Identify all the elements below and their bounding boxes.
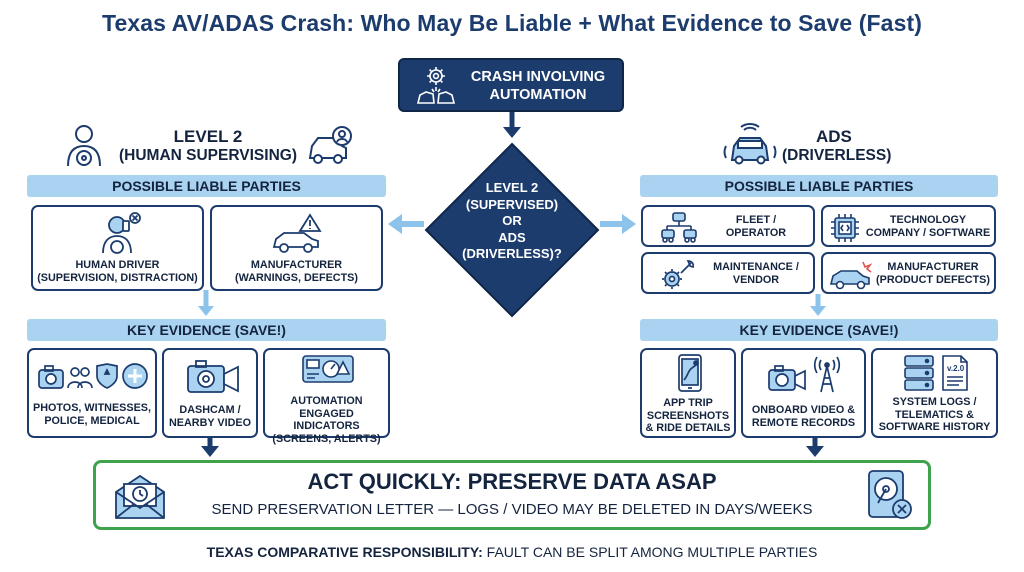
evidence-label-line-2: SCREENSHOTS [646, 409, 730, 422]
party-label-line-2: (WARNINGS, DEFECTS) [235, 271, 358, 284]
evidence-label-line-2: NEARBY VIDEO [169, 416, 251, 429]
evidence-label-line-1: DASHCAM / [179, 404, 241, 416]
evidence-card-system-logs: v.2.0 SYSTEM LOGS / TELEMATICS & SOFTWAR… [871, 348, 998, 438]
envelope-clock-icon [115, 474, 165, 519]
right-subheading-text: (DRIVERLESS) [782, 147, 892, 164]
footer-rest: FAULT CAN BE SPLIT AMONG MULTIPLE PARTIE… [482, 544, 818, 560]
evidence-card-photos: PHOTOS, WITNESSES, POLICE, MEDICAL [27, 348, 157, 438]
start-node: CRASH INVOLVING AUTOMATION [398, 58, 624, 112]
evidence-label-line-3: & RIDE DETAILS [645, 422, 731, 434]
party-card-fleet: FLEET / OPERATOR [641, 205, 815, 247]
car-person-icon [308, 126, 352, 164]
evidence-label-line-2: TELEMATICS & [895, 408, 974, 421]
decision-line-5: (DRIVERLESS)? [462, 246, 562, 261]
hard-drive-delete-icon [868, 470, 912, 519]
evidence-label-line-3: (SCREENS, ALERTS) [272, 432, 381, 445]
evidence-label-line-1: PHOTOS, WITNESSES, [33, 402, 151, 414]
right-heading: ADS (DRIVERLESS) [782, 127, 912, 165]
party-label-line-1: HUMAN DRIVER [75, 259, 160, 271]
party-label-line-2: (SUPERVISION, DISTRACTION) [37, 271, 198, 284]
gear-icon [416, 67, 456, 104]
left-heading: LEVEL 2 (HUMAN SUPERVISING) [108, 127, 308, 165]
evidence-card-dashcam: DASHCAM / NEARBY VIDEO [162, 348, 258, 438]
car-warning-icon [272, 213, 322, 253]
evidence-card-onboard-video: ONBOARD VIDEO & REMOTE RECORDS [741, 348, 866, 438]
server-document-icon: v.2.0 [904, 355, 968, 391]
party-label-line-1: MANUFACTURER [887, 261, 979, 273]
start-line-2: AUTOMATION [489, 87, 587, 103]
final-title: ACT QUICKLY: PRESERVE DATA ASAP [307, 469, 717, 494]
party-card-manufacturer-right: MANUFACTURER (PRODUCT DEFECTS) [821, 252, 996, 294]
left-evidence-banner: KEY EVIDENCE (SAVE!) [27, 319, 386, 341]
fleet-network-icon [661, 212, 697, 243]
human-driver-icon [67, 125, 101, 167]
evidence-label-line-1: SYSTEM LOGS / [892, 396, 977, 408]
party-label-line-2: COMPANY / SOFTWARE [865, 226, 991, 239]
video-camera-icon [187, 360, 239, 393]
evidence-label-line-3: SOFTWARE HISTORY [878, 421, 991, 433]
party-card-human-driver: HUMAN DRIVER (SUPERVISION, DISTRACTION) [31, 205, 204, 291]
start-line-1: CRASH INVOLVING [470, 69, 606, 85]
footer-note: TEXAS COMPARATIVE RESPONSIBILITY: FAULT … [0, 544, 1024, 560]
left-parties-banner: POSSIBLE LIABLE PARTIES [27, 175, 386, 197]
camera-antenna-icon [768, 356, 841, 393]
evidence-card-automation: AUTOMATION ENGAGED INDICATORS (SCREENS, … [263, 348, 390, 445]
decision-line-2: (SUPERVISED) [465, 196, 559, 212]
left-subheading-text: (HUMAN SUPERVISING) [119, 147, 297, 164]
evidence-label-line-2: REMOTE RECORDS [751, 416, 856, 429]
evidence-label-line-1: AUTOMATION [290, 395, 363, 407]
driverless-car-icon [723, 123, 777, 165]
party-label-line-1: MANUFACTURER [250, 259, 343, 271]
evidence-label-line-2: POLICE, MEDICAL [44, 414, 140, 427]
right-evidence-banner: KEY EVIDENCE (SAVE!) [640, 319, 998, 341]
decision-line-1: LEVEL 2 [485, 180, 539, 195]
phone-map-icon [678, 354, 702, 392]
party-label-line-2: OPERATOR [725, 226, 787, 239]
evidence-label-line-1: APP TRIP [663, 397, 713, 409]
right-parties-banner: POSSIBLE LIABLE PARTIES [640, 175, 998, 197]
right-heading-text: ADS [816, 127, 852, 146]
svg-text:v.2.0: v.2.0 [947, 364, 965, 373]
evidence-card-app-trip: APP TRIP SCREENSHOTS & RIDE DETAILS [640, 348, 736, 438]
party-label-line-2: VENDOR [732, 273, 780, 286]
left-heading-text: LEVEL 2 [173, 127, 243, 146]
party-card-technology: TECHNOLOGY COMPANY / SOFTWARE [821, 205, 996, 247]
party-label-line-2: (PRODUCT DEFECTS) [876, 273, 990, 286]
final-action-box: ACT QUICKLY: PRESERVE DATA ASAP SEND PRE… [93, 460, 931, 530]
party-card-maintenance: MAINTENANCE / VENDOR [641, 252, 815, 294]
party-label-line-1: TECHNOLOGY [889, 214, 967, 226]
camera-witness-police-medical-icon [38, 363, 148, 389]
decision-line-3: OR [502, 213, 522, 228]
page-title: Texas AV/ADAS Crash: Who May Be Liable +… [102, 10, 922, 36]
footer-bold: TEXAS COMPARATIVE RESPONSIBILITY: [206, 544, 483, 560]
distracted-driver-icon [102, 212, 141, 254]
decision-diamond [424, 142, 600, 318]
wrench-gear-icon [662, 260, 695, 289]
car-crash-icon [829, 261, 873, 290]
party-label-line-1: FLEET / [735, 214, 777, 226]
evidence-label-line-2: ENGAGED INDICATORS [293, 407, 360, 433]
decision-line-4: ADS [498, 229, 526, 245]
party-card-manufacturer-left: MANUFACTURER (WARNINGS, DEFECTS) [210, 205, 383, 291]
crashed-cars-icon [416, 87, 456, 104]
decision-text: LEVEL 2 (SUPERVISED) OR ADS (DRIVERLESS)… [446, 180, 578, 263]
final-subtitle: SEND PRESERVATION LETTER — LOGS / VIDEO … [211, 501, 813, 518]
party-label-line-1: MAINTENANCE / [713, 261, 799, 273]
evidence-label-line-1: ONBOARD VIDEO & [751, 404, 856, 416]
dashboard-display-icon [302, 355, 354, 383]
chip-icon [831, 214, 859, 242]
